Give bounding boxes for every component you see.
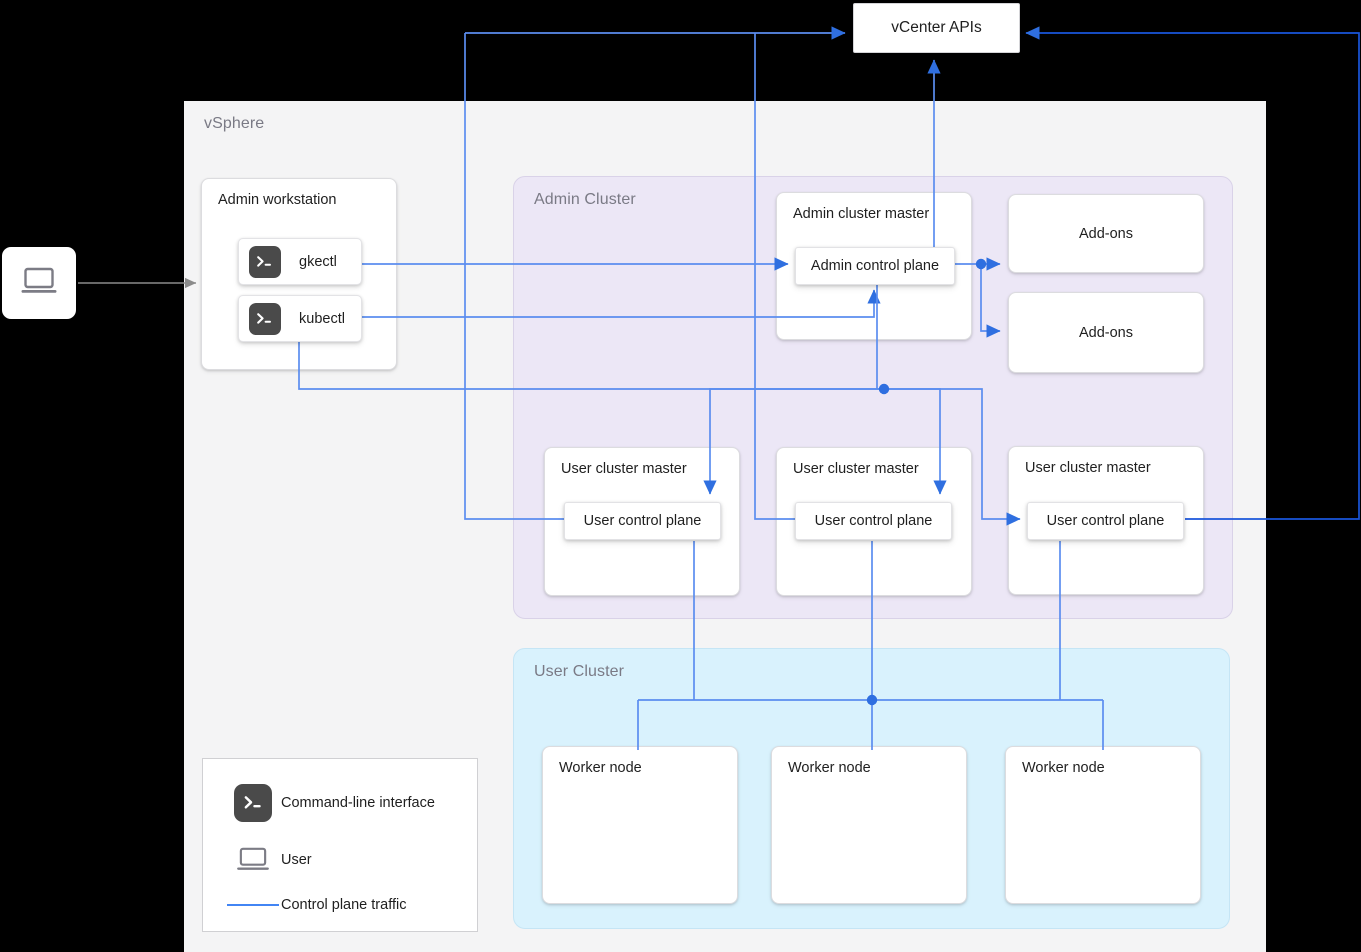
legend-item-cli: Command-line interface: [203, 781, 477, 825]
vcenter-apis-label: vCenter APIs: [891, 19, 982, 36]
legend-label-user: User: [281, 852, 312, 868]
worker-node-card-1[interactable]: Worker node: [542, 746, 738, 904]
addons-label-1: Add-ons: [1078, 225, 1133, 242]
user-control-plane-label-2: User control plane: [814, 513, 933, 529]
terminal-icon: [249, 302, 281, 335]
admin-control-plane-card[interactable]: Admin control plane: [795, 247, 955, 285]
laptop-icon: [225, 846, 281, 874]
vsphere-label: vSphere: [204, 115, 265, 132]
vcenter-apis-node[interactable]: vCenter APIs: [853, 3, 1020, 53]
user-cluster-master-title-1: User cluster master: [561, 461, 687, 477]
user-cluster-master-title-3: User cluster master: [1025, 460, 1151, 476]
terminal-icon: [249, 245, 281, 278]
addons-label-2: Add-ons: [1078, 324, 1133, 341]
line-swatch-icon: [225, 904, 281, 906]
worker-node-card-2[interactable]: Worker node: [771, 746, 967, 904]
user-control-plane-label-1: User control plane: [583, 513, 702, 529]
addons-card-1[interactable]: Add-ons: [1008, 194, 1204, 273]
legend-item-traffic: Control plane traffic: [203, 891, 477, 919]
legend-box: Command-line interface User Control plan…: [202, 758, 478, 932]
cli-chip-kubectl[interactable]: kubectl: [238, 295, 362, 342]
admin-cluster-label: Admin Cluster: [534, 191, 636, 208]
admin-control-plane-label: Admin control plane: [810, 258, 940, 274]
worker-node-card-3[interactable]: Worker node: [1005, 746, 1201, 904]
user-control-plane-card-2[interactable]: User control plane: [795, 502, 952, 540]
user-control-plane-label-3: User control plane: [1046, 513, 1165, 529]
laptop-icon: [20, 266, 58, 301]
user-node[interactable]: [2, 247, 76, 319]
cli-label-kubectl: kubectl: [299, 310, 345, 327]
terminal-icon: [225, 784, 281, 822]
admin-workstation-title: Admin workstation: [218, 192, 337, 208]
legend-label-traffic: Control plane traffic: [281, 897, 407, 913]
worker-node-title-1: Worker node: [559, 760, 642, 776]
user-cluster-label: User Cluster: [534, 663, 625, 680]
cli-chip-gkectl[interactable]: gkectl: [238, 238, 362, 285]
worker-node-title-3: Worker node: [1022, 760, 1105, 776]
cli-label-gkectl: gkectl: [299, 253, 337, 270]
legend-item-user: User: [203, 843, 477, 877]
user-cluster-master-title-2: User cluster master: [793, 461, 919, 477]
admin-cluster-master-title: Admin cluster master: [793, 206, 930, 222]
user-control-plane-card-1[interactable]: User control plane: [564, 502, 721, 540]
legend-label-cli: Command-line interface: [281, 795, 435, 811]
worker-node-title-2: Worker node: [788, 760, 871, 776]
user-control-plane-card-3[interactable]: User control plane: [1027, 502, 1184, 540]
addons-card-2[interactable]: Add-ons: [1008, 292, 1204, 373]
